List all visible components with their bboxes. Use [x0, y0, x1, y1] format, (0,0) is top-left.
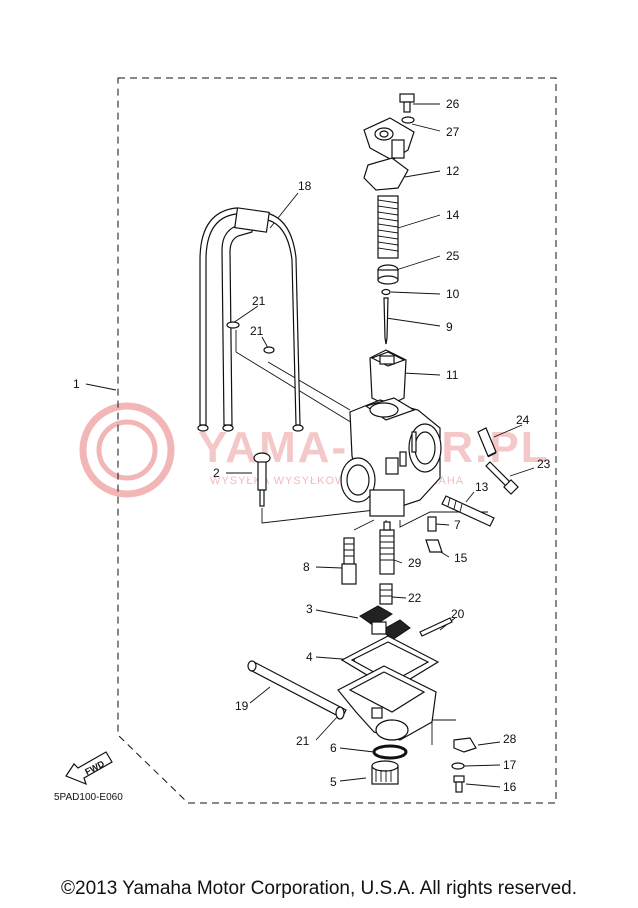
callout-11: 11 [446, 368, 459, 382]
callout-3: 3 [306, 602, 313, 616]
part-16-screw [453, 775, 465, 793]
part-3-float [359, 605, 411, 641]
callout-16: 16 [503, 780, 517, 794]
callout-15: 15 [454, 551, 468, 565]
callout-12: 12 [446, 164, 460, 178]
callout-4: 4 [306, 650, 313, 664]
callout-21-middle: 21 [250, 324, 264, 338]
part-2-screw [253, 452, 271, 507]
part-20-pin [419, 617, 453, 637]
part-10-clip [381, 288, 391, 296]
callout-6: 6 [330, 741, 337, 755]
float-bowl [337, 665, 437, 741]
part-23-screw [485, 461, 519, 495]
part-28-plate [453, 737, 477, 753]
part-19-drain-hose [247, 660, 347, 719]
callout-22: 22 [408, 591, 422, 605]
callout-18: 18 [298, 179, 312, 193]
part-12-gasket [363, 157, 409, 191]
part-7-jet [427, 516, 437, 532]
part-27-cap [363, 116, 415, 161]
callout-21-upper: 21 [252, 294, 266, 308]
callout-7: 7 [454, 518, 461, 532]
callout-21-lower: 21 [296, 734, 310, 748]
part-13-screw [441, 495, 495, 527]
callout-27: 27 [446, 125, 460, 139]
callout-25: 25 [446, 249, 460, 263]
part-24-spring [477, 427, 497, 458]
part-11-valve [369, 349, 407, 407]
part-17-washer [451, 762, 465, 770]
part-5-plug [371, 760, 399, 785]
part-18-vent-hose [197, 207, 304, 432]
part-1-carburetor-body [340, 397, 442, 517]
part-22-main-jet [379, 583, 393, 605]
callout-8: 8 [303, 560, 310, 574]
part-29-needle-jet [379, 521, 395, 575]
callout-1: 1 [73, 377, 80, 391]
part-21-hose-clips [226, 321, 275, 354]
part-14-spring [377, 195, 399, 259]
callout-29: 29 [408, 556, 422, 570]
callout-24: 24 [516, 413, 530, 427]
part-15-bracket [425, 539, 443, 553]
part-8-pilot-jet [341, 537, 357, 585]
part-6-o-ring [372, 744, 408, 760]
part-9-needle [383, 297, 389, 345]
callout-28: 28 [503, 732, 517, 746]
callout-9: 9 [446, 320, 453, 334]
callout-19: 19 [235, 699, 249, 713]
copyright-notice: ©2013 Yamaha Motor Corporation, U.S.A. A… [61, 878, 577, 899]
callout-23: 23 [537, 457, 551, 471]
callouts: 26 27 12 14 25 10 9 11 18 21 21 1 24 23 … [73, 97, 551, 794]
assembly-boundary [117, 77, 557, 804]
callout-13: 13 [475, 480, 489, 494]
callout-20: 20 [451, 607, 465, 621]
watermark-title: YAMA- [198, 423, 348, 472]
callout-17: 17 [503, 758, 517, 772]
diagram-code: 5PAD100-E060 [54, 792, 123, 803]
fwd-arrow-icon: FWD [65, 751, 113, 786]
watermark-logo-icon [79, 402, 175, 498]
part-26-bolt [399, 93, 415, 113]
part-21-clip-bottom [335, 706, 345, 720]
callout-10: 10 [446, 287, 460, 301]
callout-26: 26 [446, 97, 460, 111]
callout-5: 5 [330, 775, 337, 789]
callout-14: 14 [446, 208, 460, 222]
part-25-holder [377, 264, 399, 285]
callout-2: 2 [213, 466, 220, 480]
